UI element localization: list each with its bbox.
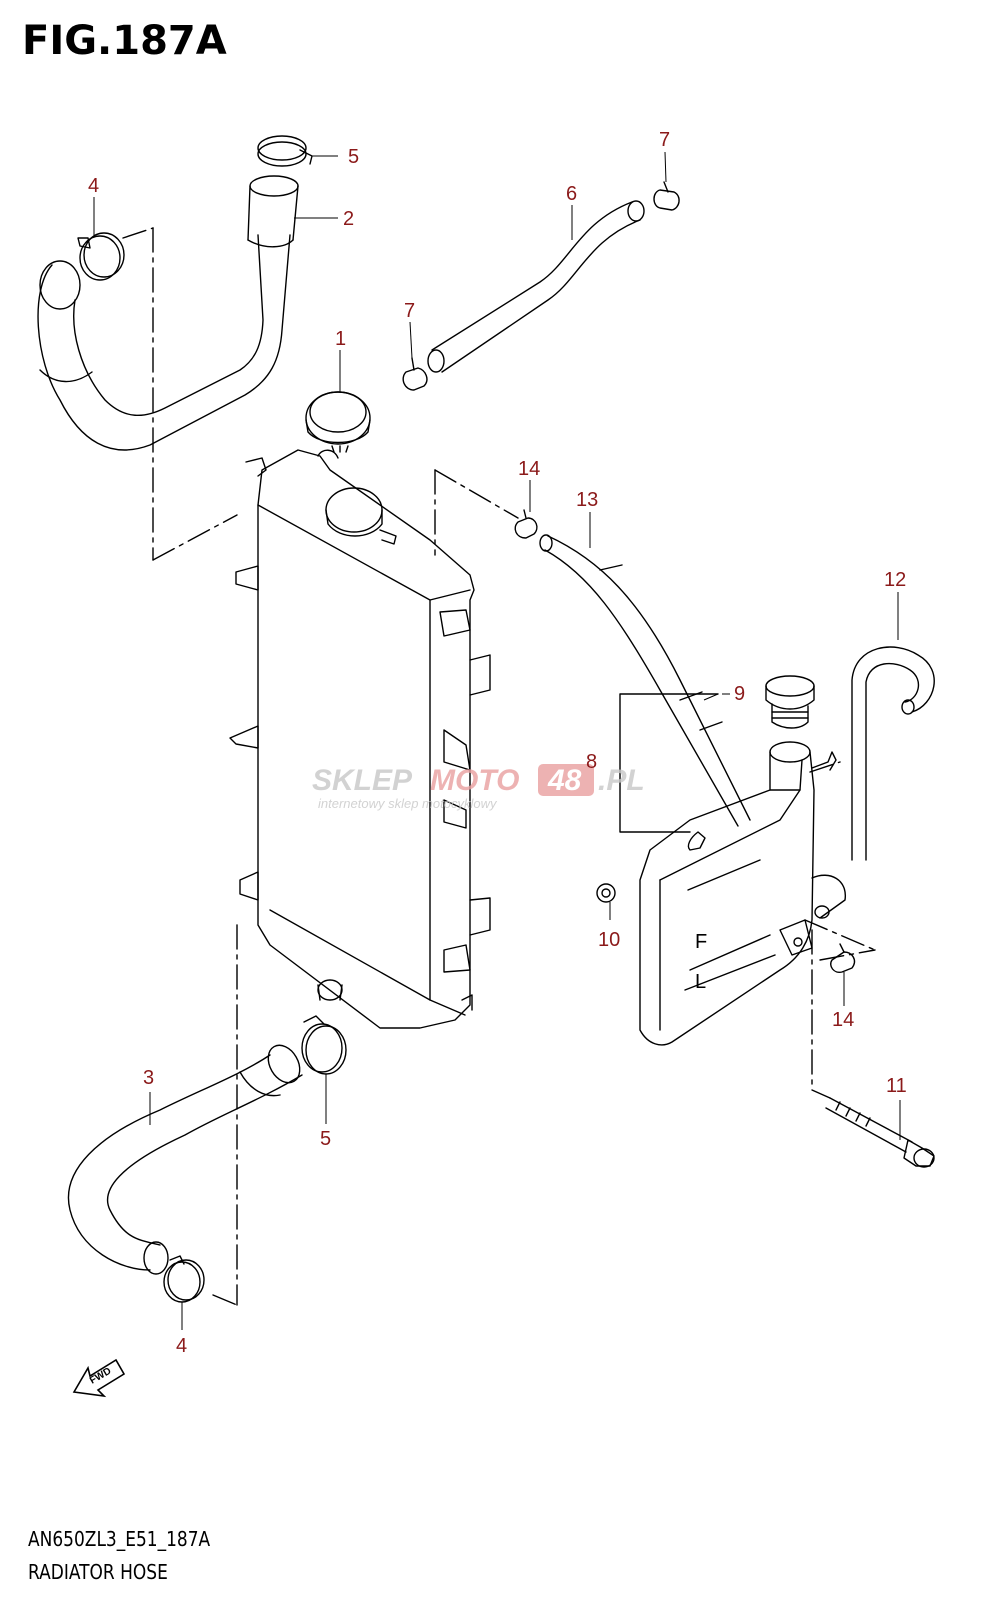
radiator-core <box>229 449 491 1029</box>
leader-lines <box>93 151 901 1330</box>
callout-5-top: 5 <box>348 146 359 168</box>
callout-1: 1 <box>335 328 346 350</box>
upper-radiator-hose <box>37 175 299 451</box>
callout-12: 12 <box>884 569 906 591</box>
reference-lines <box>122 227 876 1306</box>
watermark: SKLEP MOTO 48 .PL internetowy sklep moto… <box>312 764 645 811</box>
grommet-10 <box>596 883 616 903</box>
watermark-brand-d: .PL <box>598 764 645 797</box>
hose-clamp-14-bottom <box>830 943 856 974</box>
callout-4-top: 4 <box>88 175 99 197</box>
callout-7-mid: 7 <box>404 300 415 322</box>
hose-clamp-5-bottom <box>301 1015 347 1075</box>
watermark-tagline: internetowy sklep motocyklowy <box>318 796 498 811</box>
model-code: AN650ZL3_E51_187A <box>28 1527 211 1551</box>
callout-3: 3 <box>143 1067 154 1089</box>
hose-clamp-4-bottom <box>163 1255 205 1303</box>
callout-13: 13 <box>576 489 598 511</box>
reservoir-cap <box>765 675 815 729</box>
callout-14-bottom: 14 <box>832 1009 854 1031</box>
callout-8-bracket <box>619 693 719 833</box>
overflow-hose-6 <box>427 200 645 373</box>
watermark-brand-c: 48 <box>547 764 582 797</box>
figure-subtitle: RADIATOR HOSE <box>28 1560 168 1584</box>
figure-title: FIG.187A <box>22 18 227 64</box>
coolant-reservoir <box>639 741 846 1046</box>
callout-2: 2 <box>343 208 354 230</box>
hose-clamp-5-top <box>257 135 313 167</box>
callout-6: 6 <box>566 183 577 205</box>
mounting-bolt-11 <box>825 1097 935 1168</box>
watermark-badge <box>538 764 594 796</box>
callout-8: 8 <box>586 751 597 773</box>
callout-14-top: 14 <box>518 458 540 480</box>
hose-clamp-7-top <box>653 181 680 211</box>
callout-5-bottom: 5 <box>320 1128 331 1150</box>
watermark-brand-b: MOTO <box>430 764 519 797</box>
hose-clamp-7-mid <box>402 357 428 391</box>
watermark-brand-a: SKLEP <box>312 764 413 797</box>
radiator-cap <box>305 391 371 453</box>
reservoir-full-mark: F <box>695 931 707 953</box>
reservoir-low-mark: L <box>695 971 706 993</box>
callout-4-bottom: 4 <box>176 1335 187 1357</box>
callout-7-top: 7 <box>659 129 670 151</box>
breather-hose-12 <box>851 646 935 861</box>
forward-direction-arrow: FWD <box>72 1358 126 1398</box>
lower-radiator-hose <box>67 1044 303 1275</box>
callout-10: 10 <box>598 929 620 951</box>
hose-clamp-14-top <box>514 509 538 539</box>
callout-labels: 1 2 3 4 4 5 5 6 7 7 8 9 10 11 12 13 14 1… <box>88 129 907 1357</box>
callout-9: 9 <box>734 683 745 705</box>
callout-11: 11 <box>886 1075 907 1097</box>
hose-clamp-4-top <box>77 232 125 281</box>
